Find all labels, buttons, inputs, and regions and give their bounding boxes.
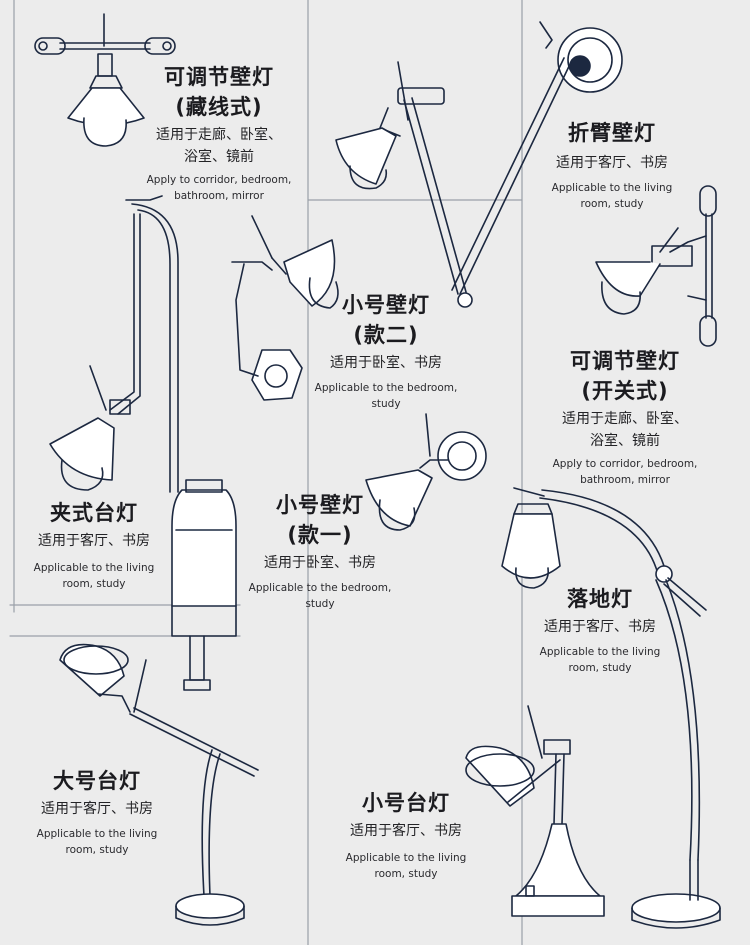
lamp-title: 夹式台灯 [50, 501, 138, 525]
lamp-english: room, study [580, 198, 644, 210]
lamp-title: 折臂壁灯 [568, 121, 656, 145]
lamp-title: 小号台灯 [362, 791, 450, 815]
lamp-english: Apply to corridor, bedroom, [552, 458, 698, 470]
lamp-title: 可调节壁灯 [164, 65, 274, 89]
lamp-english: room, study [374, 868, 438, 880]
lamp-usage: 浴室、镜前 [184, 149, 254, 165]
lamp-english: Applicable to the bedroom, [248, 582, 392, 594]
lamp-english: room, study [568, 662, 632, 674]
lamp-usage: 适用于卧室、书房 [330, 355, 442, 371]
lamp-floor-art [501, 487, 721, 929]
lamp-small-wall-2-art [231, 215, 339, 401]
lamp-clip-desk-label: 夹式台灯 适用于客厅、书房 Applicable to the living r… [18, 498, 170, 592]
lamp-english: bathroom, mirror [580, 474, 670, 486]
lamp-large-desk-art [59, 643, 259, 926]
lamp-usage: 适用于走廊、卧室、 [562, 411, 688, 427]
lamp-subtitle: (藏线式) [175, 95, 263, 119]
lamp-floor-label: 落地灯 适用于客厅、书房 Applicable to the living ro… [524, 584, 676, 676]
lamp-english: bathroom, mirror [174, 190, 264, 202]
lamp-english: study [305, 598, 335, 610]
lamp-small-wall-1-art [365, 413, 487, 531]
lamp-small-wall-1-label: 小号壁灯 (款一) 适用于卧室、书房 Applicable to the bed… [242, 490, 398, 612]
lamp-title: 落地灯 [567, 587, 633, 611]
lamp-folding-arm-label: 折臂壁灯 适用于客厅、书房 Applicable to the living r… [530, 118, 694, 212]
lamp-clip-desk-art [49, 195, 237, 691]
lamp-subtitle: (开关式) [581, 379, 669, 403]
lamp-english: Applicable to the living [539, 646, 661, 658]
lamp-adjustable-hidden-label: 可调节壁灯 (藏线式) 适用于走廊、卧室、 浴室、镜前 Apply to cor… [142, 62, 296, 204]
lamp-adjustable-switch-art [595, 185, 717, 347]
lamp-usage: 适用于客厅、书房 [41, 801, 153, 817]
lamp-large-desk-label: 大号台灯 适用于客厅、书房 Applicable to the living r… [20, 766, 174, 858]
lamp-title: 可调节壁灯 [570, 349, 680, 373]
lamp-title: 小号壁灯 [276, 493, 364, 517]
lamp-usage: 适用于客厅、书房 [350, 823, 462, 839]
lamp-usage: 适用于客厅、书房 [556, 155, 668, 171]
lamp-english: Applicable to the living [36, 828, 158, 840]
lamp-folding-arm-art [335, 21, 623, 308]
lamp-adjustable-switch-label: 可调节壁灯 (开关式) 适用于走廊、卧室、 浴室、镜前 Apply to cor… [540, 346, 710, 488]
lamp-english: room, study [65, 844, 129, 856]
lamp-usage: 适用于卧室、书房 [264, 555, 376, 571]
lamp-english: Applicable to the bedroom, [314, 382, 458, 394]
lamp-usage: 适用于客厅、书房 [38, 533, 150, 549]
lamp-english: Applicable to the living [551, 182, 673, 194]
lamp-english: Apply to corridor, bedroom, [146, 174, 292, 186]
lamp-small-desk-label: 小号台灯 适用于客厅、书房 Applicable to the living r… [330, 788, 482, 882]
lamp-adjustable-hidden-art [34, 13, 176, 147]
lamp-subtitle: (款二) [353, 323, 419, 347]
lamp-english: study [371, 398, 401, 410]
lamp-small-wall-2-label: 小号壁灯 (款二) 适用于卧室、书房 Applicable to the bed… [308, 290, 464, 412]
lamp-title: 小号壁灯 [342, 293, 430, 317]
lamp-title: 大号台灯 [53, 769, 141, 793]
lamp-english: Applicable to the living [33, 562, 155, 574]
lamp-english: room, study [62, 578, 126, 590]
lamp-english: Applicable to the living [345, 852, 467, 864]
lamp-usage: 适用于走廊、卧室、 [156, 127, 282, 143]
lamp-usage: 浴室、镜前 [590, 433, 660, 449]
lamp-usage: 适用于客厅、书房 [544, 619, 656, 635]
lamp-small-desk-art [465, 705, 605, 917]
lamp-subtitle: (款一) [287, 523, 353, 547]
